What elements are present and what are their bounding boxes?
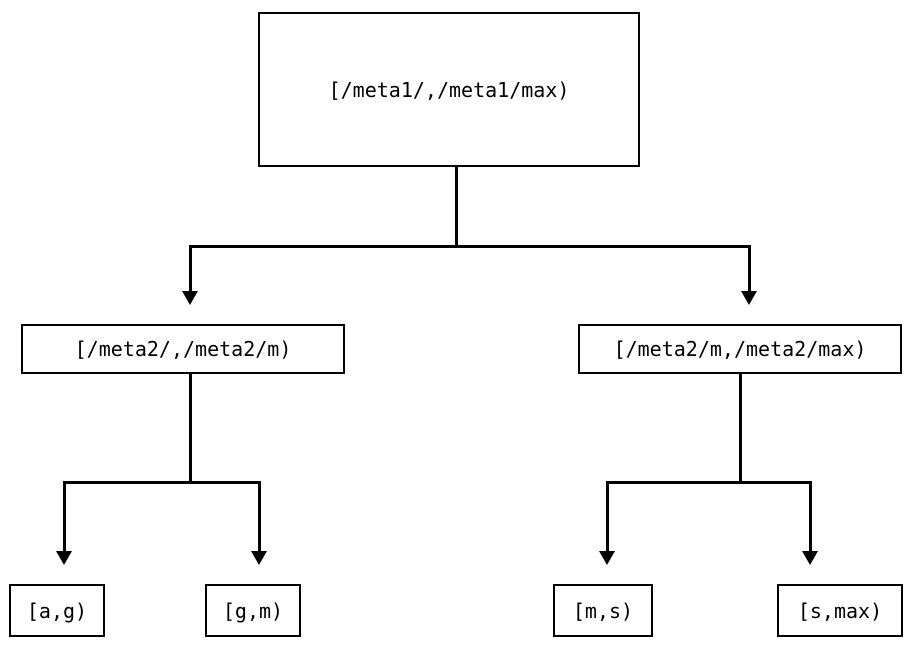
tree-node-leaf-gm[interactable]: [g,m) <box>205 584 301 637</box>
tree-node-leaf-ms[interactable]: [m,s) <box>553 584 653 637</box>
edge-meta2-lower-to-leaf-gm <box>258 481 261 551</box>
tree-node-leaf-smax[interactable]: [s,max) <box>777 584 903 637</box>
tree-node-meta2-lower[interactable]: [/meta2/,/meta2/m) <box>21 324 345 374</box>
edge-root-stem <box>455 167 458 247</box>
arrowhead-icon-leaf-gm <box>251 551 267 565</box>
edge-meta2-upper-to-leaf-ms <box>606 481 609 551</box>
arrowhead-icon-root-right <box>741 291 757 305</box>
tree-node-root[interactable]: [/meta1/,/meta1/max) <box>258 12 640 167</box>
tree-node-leaf-ag[interactable]: [a,g) <box>9 584 105 637</box>
tree-node-meta2-upper[interactable]: [/meta2/m,/meta2/max) <box>578 324 902 374</box>
tree-node-leaf-smax-label: [s,max) <box>797 598 883 623</box>
arrowhead-icon-leaf-ms <box>599 551 615 565</box>
edge-meta2-lower-to-leaf-ag <box>63 481 66 551</box>
tree-node-meta2-upper-label: [/meta2/m,/meta2/max) <box>613 337 867 361</box>
arrowhead-icon-leaf-smax <box>802 551 818 565</box>
edge-meta2-upper-horizontal-bar <box>606 481 812 484</box>
tree-node-meta2-lower-label: [/meta2/,/meta2/m) <box>74 337 292 361</box>
edge-meta2-upper-to-leaf-smax <box>809 481 812 551</box>
edge-root-to-right-child <box>748 245 751 291</box>
edge-meta2-lower-horizontal-bar <box>63 481 261 484</box>
edge-root-horizontal-bar <box>189 245 751 248</box>
tree-node-root-label: [/meta1/,/meta1/max) <box>328 77 570 102</box>
arrowhead-icon-leaf-ag <box>56 551 72 565</box>
edge-meta2-upper-stem <box>739 374 742 483</box>
arrowhead-icon-root-left <box>182 291 198 305</box>
edge-meta2-lower-stem <box>189 374 192 483</box>
tree-node-leaf-ag-label: [a,g) <box>26 598 88 623</box>
tree-node-leaf-gm-label: [g,m) <box>222 598 284 623</box>
edge-root-to-left-child <box>189 245 192 291</box>
tree-node-leaf-ms-label: [m,s) <box>572 598 634 623</box>
